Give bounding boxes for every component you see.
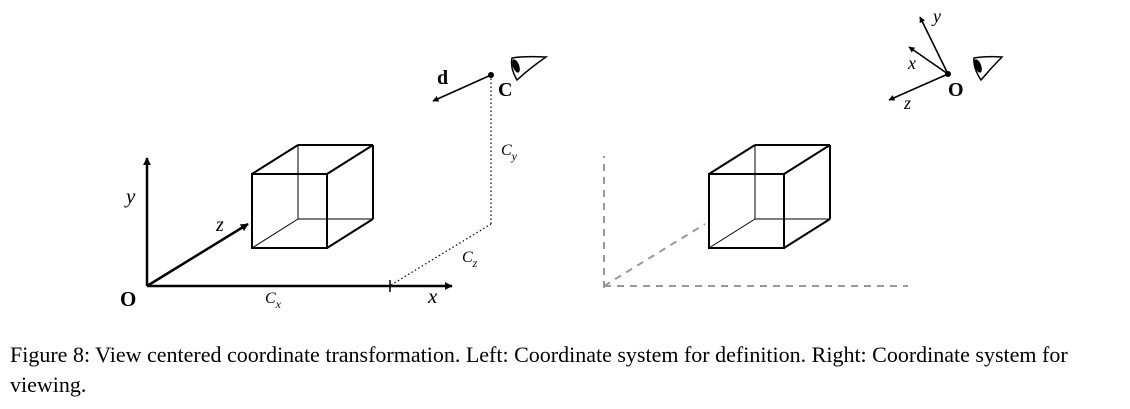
view-z-label: z <box>903 93 911 113</box>
left-cube-hidden-edges <box>251 145 373 249</box>
left-x-label: x <box>427 284 438 308</box>
camera-label: C <box>498 79 512 101</box>
left-panel: O y z x Cx Cz Cy d C <box>120 55 549 311</box>
view-y-axis <box>919 16 949 75</box>
direction-label: d <box>437 67 448 89</box>
view-y-label: y <box>931 6 941 26</box>
view-origin-label: O <box>948 79 964 101</box>
right-cube <box>708 144 831 249</box>
view-x-axis <box>908 46 949 75</box>
cx-label: Cx <box>265 290 282 311</box>
eye-icon <box>510 55 549 82</box>
left-y-label: y <box>124 184 136 208</box>
view-x-label: x <box>907 53 916 73</box>
cz-label: Cz <box>462 249 478 270</box>
left-cube <box>251 144 374 249</box>
view-direction-arrow <box>432 74 492 102</box>
left-z-axis <box>146 222 249 288</box>
right-dashed-axes <box>603 156 908 288</box>
left-z-label: z <box>215 214 224 236</box>
cy-label: Cy <box>501 142 518 163</box>
right-panel: y x z O <box>603 6 1004 288</box>
figure-caption: Figure 8: View centered coordinate trans… <box>10 342 1068 397</box>
left-origin-label: O <box>120 287 136 311</box>
figure-8-diagram: O y z x Cx Cz Cy d C <box>120 6 1004 311</box>
camera-offset-lines <box>390 77 492 286</box>
right-cube-hidden-edges <box>708 145 830 249</box>
view-z-axis <box>888 73 949 101</box>
eye-icon-right <box>973 55 1004 82</box>
